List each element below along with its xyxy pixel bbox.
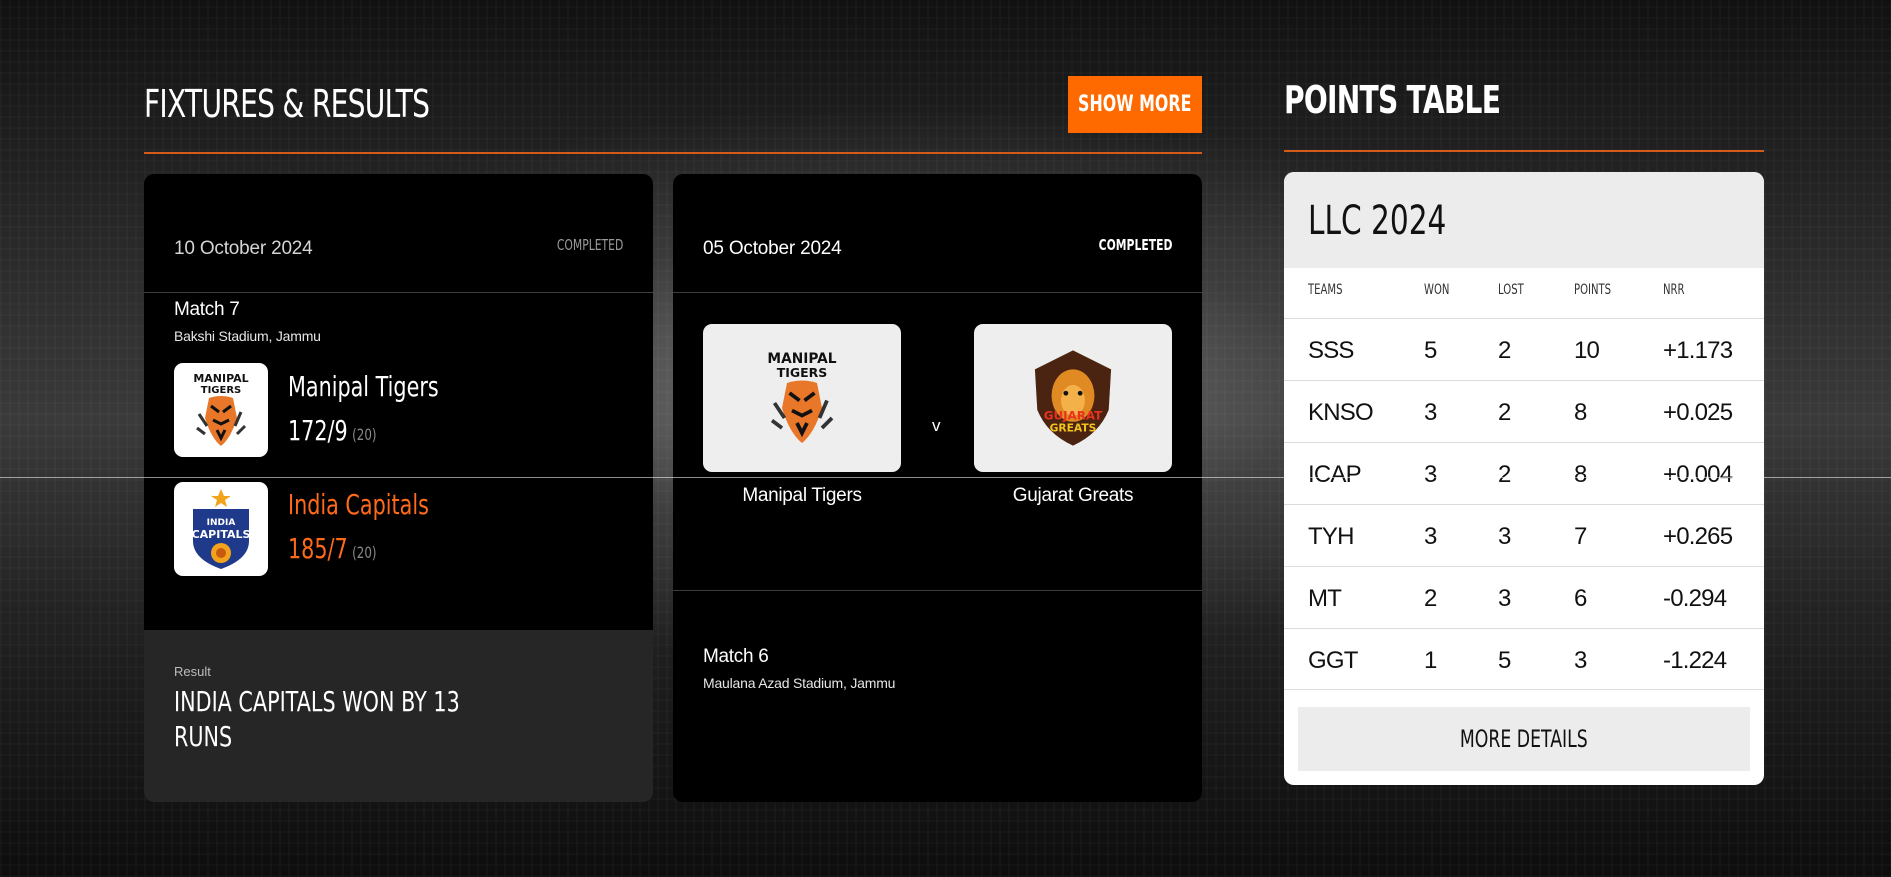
- lost-count: 2: [1498, 399, 1511, 426]
- header-nrr: NRR: [1663, 282, 1685, 298]
- tiger-logo-icon: MANIPAL TIGERS: [767, 351, 837, 443]
- points-count: 3: [1574, 647, 1587, 674]
- svg-text:CAPITALS: CAPITALS: [192, 528, 251, 541]
- table-row[interactable]: SSS 5 2 10 +1.173: [1284, 318, 1764, 380]
- nrr-value: -1.224: [1663, 647, 1727, 674]
- season-bar: LLC 2024: [1284, 172, 1764, 268]
- fixture-card-header: 05 October 2024 COMPLETED: [673, 174, 1202, 293]
- won-count: 3: [1424, 523, 1437, 550]
- team-overs: (20): [352, 543, 377, 562]
- won-count: 3: [1424, 399, 1437, 426]
- won-count: 3: [1424, 461, 1437, 488]
- points-table-divider: [1284, 150, 1764, 152]
- header-won: WON: [1424, 282, 1450, 298]
- header-points: POINTS: [1574, 282, 1612, 298]
- points-table-title: POINTS TABLE: [1284, 78, 1501, 122]
- result-text: INDIA CAPITALS WON BY 13 RUNS: [174, 685, 460, 753]
- table-row[interactable]: MT 2 3 6 -0.294: [1284, 566, 1764, 628]
- svg-text:GUJARAT: GUJARAT: [1044, 408, 1103, 422]
- fixture-date: 05 October 2024: [703, 238, 842, 259]
- away-team-name[interactable]: Gujarat Greats: [1012, 485, 1134, 506]
- svg-text:MANIPAL: MANIPAL: [193, 372, 248, 385]
- lost-count: 2: [1498, 337, 1511, 364]
- table-row[interactable]: ICAP 3 2 8 +0.004: [1284, 442, 1764, 504]
- points-count: 8: [1574, 399, 1587, 426]
- won-count: 5: [1424, 337, 1437, 364]
- fixture-status: COMPLETED: [556, 236, 623, 254]
- table-row[interactable]: KNSO 3 2 8 +0.025: [1284, 380, 1764, 442]
- lost-count: 5: [1498, 647, 1511, 674]
- match-number: Match 7: [174, 299, 240, 320]
- points-count: 8: [1574, 461, 1587, 488]
- team-code: ICAP: [1308, 461, 1362, 488]
- home-team-name[interactable]: Manipal Tigers: [742, 485, 862, 506]
- fixture-date: 10 October 2024: [174, 238, 313, 259]
- nrr-value: +0.004: [1663, 461, 1733, 488]
- lost-count: 3: [1498, 523, 1511, 550]
- header-teams: TEAMS: [1308, 282, 1343, 298]
- season-title: LLC 2024: [1308, 198, 1447, 244]
- show-more-button[interactable]: SHOW MORE: [1068, 76, 1202, 133]
- table-row[interactable]: TYH 3 3 7 +0.265: [1284, 504, 1764, 566]
- more-details-button[interactable]: MORE DETAILS: [1298, 707, 1750, 771]
- manipal-tigers-logo: MANIPAL TIGERS: [174, 363, 268, 457]
- lion-logo-icon: GUJARAT GREATS: [1034, 350, 1112, 446]
- svg-text:TIGERS: TIGERS: [777, 365, 828, 380]
- team-code: KNSO: [1308, 399, 1374, 426]
- team-code: MT: [1308, 585, 1342, 612]
- team-score-winner: 185/7(20): [288, 532, 377, 565]
- match-venue: Maulana Azad Stadium, Jammu: [703, 675, 896, 691]
- tiger-logo-icon: MANIPAL TIGERS: [193, 372, 249, 446]
- won-count: 1: [1424, 647, 1437, 674]
- team-score: 172/9(20): [288, 414, 377, 447]
- capitals-logo-icon: INDIA CAPITALS: [192, 489, 251, 569]
- fixtures-title: FIXTURES & RESULTS: [144, 82, 430, 126]
- svg-text:MANIPAL: MANIPAL: [767, 351, 836, 367]
- points-table-card: LLC 2024 TEAMS WON LOST POINTS NRR SSS 5…: [1284, 172, 1764, 785]
- team-name-winner[interactable]: India Capitals: [288, 488, 429, 521]
- result-panel: Result INDIA CAPITALS WON BY 13 RUNS: [144, 630, 653, 802]
- match-venue: Bakshi Stadium, Jammu: [174, 328, 321, 344]
- result-label: Result: [174, 664, 211, 679]
- match-number: Match 6: [703, 646, 769, 667]
- fixtures-divider: [144, 152, 1202, 154]
- points-count: 6: [1574, 585, 1587, 612]
- won-count: 2: [1424, 585, 1437, 612]
- team-overs: (20): [352, 425, 377, 444]
- lost-count: 2: [1498, 461, 1511, 488]
- team-name[interactable]: Manipal Tigers: [288, 370, 439, 403]
- fixture-card-match-6[interactable]: 05 October 2024 COMPLETED MANIPAL TIGERS…: [673, 174, 1202, 802]
- nrr-value: +1.173: [1663, 337, 1733, 364]
- team-code: TYH: [1308, 523, 1354, 550]
- svg-text:INDIA: INDIA: [207, 518, 236, 528]
- points-count: 10: [1574, 337, 1600, 364]
- versus-label: v: [932, 416, 941, 435]
- svg-text:GREATS: GREATS: [1050, 421, 1097, 434]
- card-divider: [673, 590, 1202, 591]
- svg-text:TIGERS: TIGERS: [201, 385, 241, 396]
- lost-count: 3: [1498, 585, 1511, 612]
- table-row[interactable]: GGT 1 5 3 -1.224: [1284, 628, 1764, 690]
- header-lost: LOST: [1498, 282, 1524, 298]
- team-code: GGT: [1308, 647, 1358, 674]
- nrr-value: +0.265: [1663, 523, 1733, 550]
- fixture-card-header: 10 October 2024 COMPLETED: [144, 174, 653, 293]
- overlay-line: [0, 477, 1891, 478]
- points-count: 7: [1574, 523, 1587, 550]
- team-code: SSS: [1308, 337, 1354, 364]
- manipal-tigers-logo: MANIPAL TIGERS: [703, 324, 901, 472]
- india-capitals-logo: INDIA CAPITALS: [174, 482, 268, 576]
- nrr-value: -0.294: [1663, 585, 1727, 612]
- fixture-card-match-7[interactable]: 10 October 2024 COMPLETED Match 7 Bakshi…: [144, 174, 653, 802]
- fixture-status: COMPLETED: [1098, 236, 1172, 254]
- gujarat-greats-logo: GUJARAT GREATS: [974, 324, 1172, 472]
- nrr-value: +0.025: [1663, 399, 1733, 426]
